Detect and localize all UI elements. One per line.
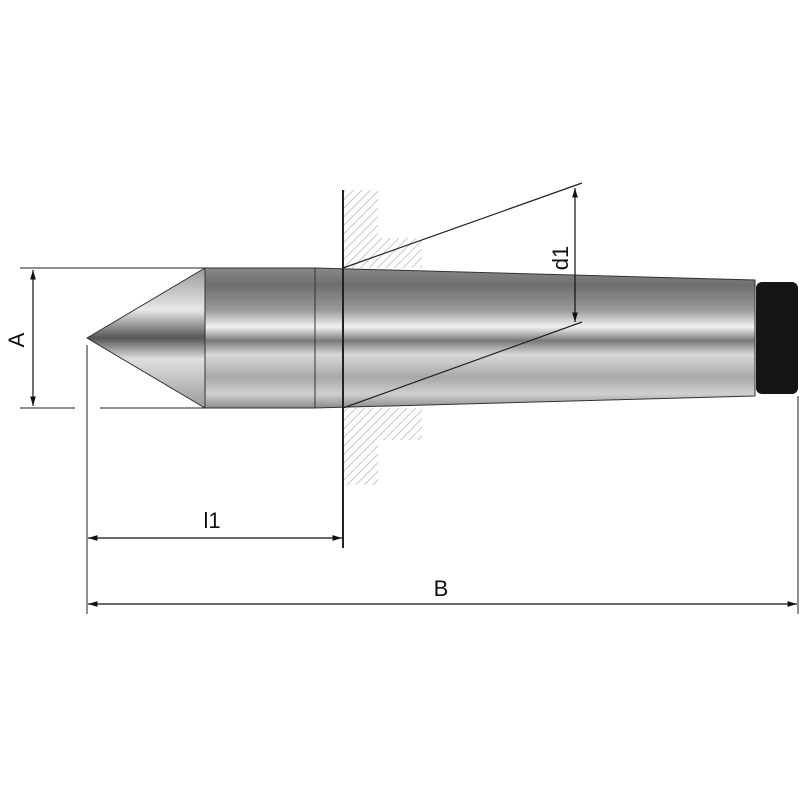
end-cap xyxy=(756,282,798,394)
point-cone xyxy=(86,267,206,409)
taper-line-top xyxy=(342,182,583,269)
holder-hatch-bottom xyxy=(343,408,422,485)
dimension-A-label: A xyxy=(4,332,29,347)
cylinder-section xyxy=(204,267,316,409)
dimension-l1-label: l1 xyxy=(203,508,220,533)
taper-shank xyxy=(314,267,756,409)
holder-hatch-top xyxy=(343,190,422,268)
taper-line-bottom xyxy=(342,321,583,409)
dimension-d1-label: d1 xyxy=(548,246,573,270)
dimension-B-label: B xyxy=(434,576,449,601)
